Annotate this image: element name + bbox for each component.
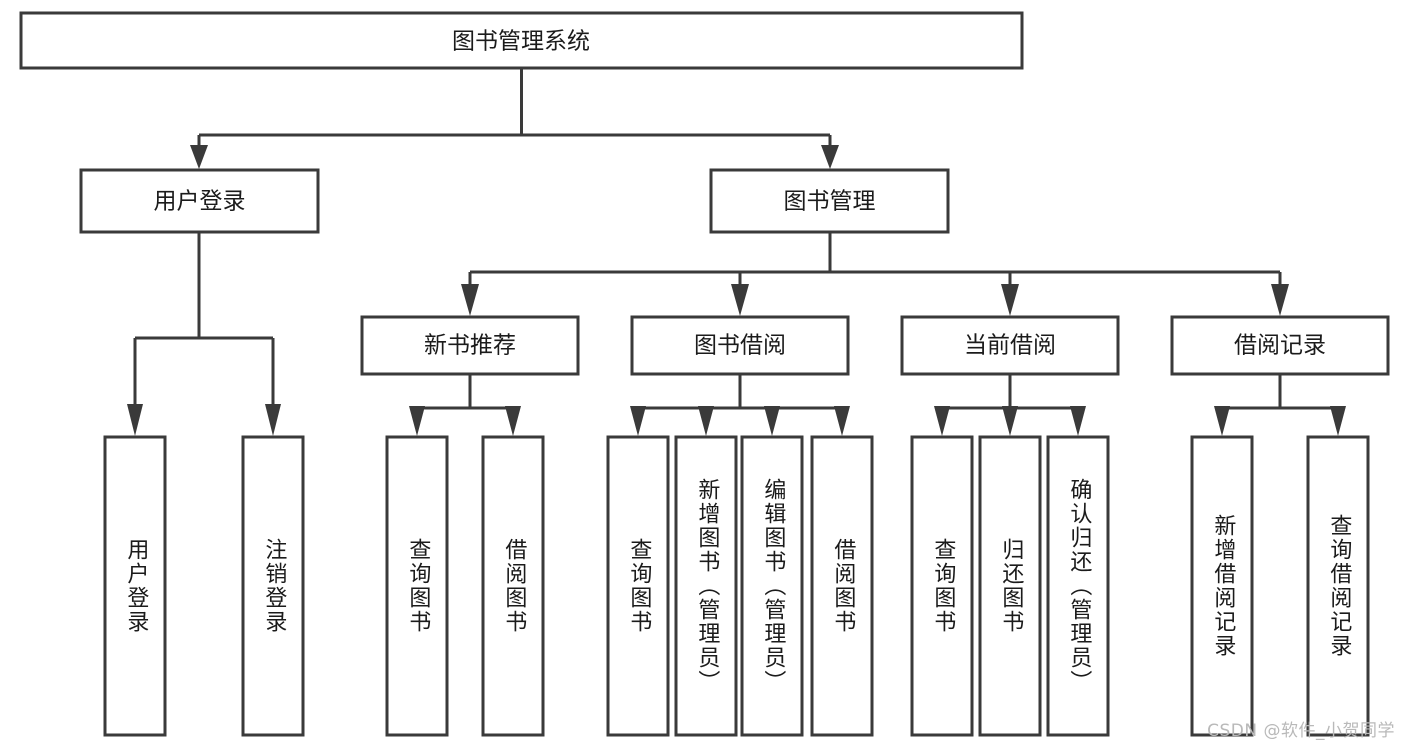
connector-new-book-to-leaves	[409, 374, 521, 436]
node-book-management[interactable]: 图书管理	[709, 168, 950, 234]
leaf-box-book-borrow-1[interactable]	[674, 435, 738, 737]
leaf-box-current-borrow-1[interactable]	[978, 435, 1042, 737]
node-root-system[interactable]: 图书管理系统	[19, 11, 1024, 70]
leaf-box-borrow-record-0[interactable]	[1190, 435, 1254, 737]
leaf-box-book-borrow-0[interactable]	[606, 435, 670, 737]
node-root-label: 图书管理系统	[452, 29, 590, 55]
connector-user-login-to-leaves	[127, 232, 281, 436]
connector-level2-to-level3	[461, 232, 1289, 316]
leaf-box-borrow-record-1[interactable]	[1306, 435, 1370, 737]
node-new-book-recommend[interactable]: 新书推荐	[360, 315, 580, 376]
node-book-borrow[interactable]: 图书借阅	[630, 315, 850, 376]
node-user-login[interactable]: 用户登录	[79, 168, 320, 234]
leaf-box-user-login-0[interactable]	[103, 435, 167, 737]
leaf-box-book-borrow-3[interactable]	[810, 435, 874, 737]
node-current-borrow[interactable]: 当前借阅	[900, 315, 1120, 376]
connector-borrow-record-to-leaves	[1214, 374, 1346, 436]
node-borrow-record[interactable]: 借阅记录	[1170, 315, 1390, 376]
connector-root-to-level2	[190, 68, 839, 169]
csdn-watermark: CSDN @软件_小贺同学	[1207, 721, 1395, 741]
node-borrow-record-label: 借阅记录	[1234, 333, 1326, 359]
connector-current-borrow-to-leaves	[934, 374, 1086, 436]
leaf-box-user-login-1[interactable]	[241, 435, 305, 737]
node-book-management-label: 图书管理	[784, 189, 876, 215]
leaf-box-new-book-1[interactable]	[481, 435, 545, 737]
node-new-book-recommend-label: 新书推荐	[424, 333, 516, 359]
node-book-borrow-label: 图书借阅	[694, 333, 786, 359]
node-current-borrow-label: 当前借阅	[964, 333, 1056, 359]
connector-book-borrow-to-leaves	[630, 374, 850, 436]
leaf-box-current-borrow-0[interactable]	[910, 435, 974, 737]
node-user-login-label: 用户登录	[154, 189, 246, 215]
leaf-box-book-borrow-2[interactable]	[740, 435, 804, 737]
leaf-box-current-borrow-2[interactable]	[1046, 435, 1110, 737]
leaf-box-new-book-0[interactable]	[385, 435, 449, 737]
